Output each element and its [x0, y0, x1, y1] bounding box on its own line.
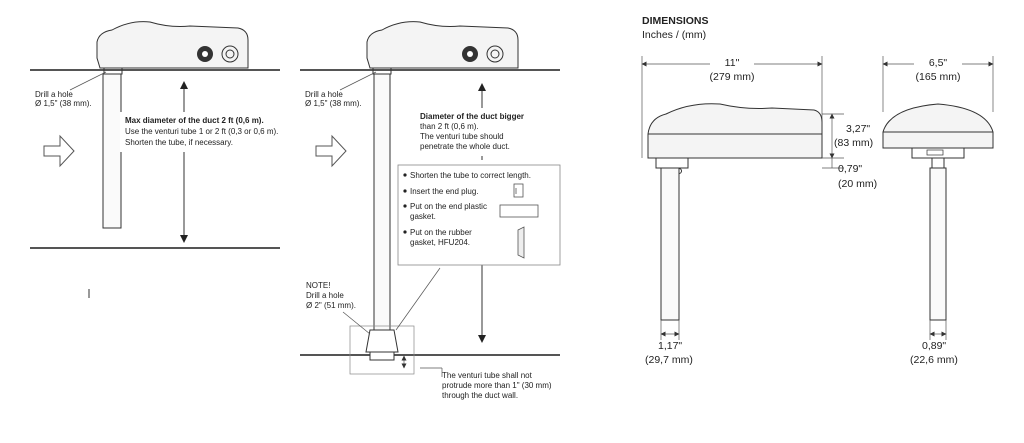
protrude-line-1: The venturi tube shall not: [442, 371, 533, 380]
front-housing: [647, 103, 823, 159]
rubber-gasket: [365, 329, 399, 353]
front-view: 11" (279 mm) 3,27" (83 mm) 0,79" (20 mm)…: [641, 56, 877, 366]
width-mm: (279 mm): [710, 71, 755, 83]
plastic-gasket-icon: [499, 204, 539, 218]
side-housing: [882, 103, 994, 149]
step-rubber-gasket-2: gasket, HFU204.: [410, 238, 470, 247]
bigger-line-4: penetrate the whole duct.: [420, 142, 510, 151]
height-inches: 3,27": [846, 123, 870, 135]
max-diameter-line-2: Use the venturi tube 1 or 2 ft (0,3 or 0…: [125, 127, 278, 136]
max-diameter-title: Max diameter of the duct 2 ft (0,6 m).: [125, 116, 264, 125]
protrude-line-2: protrude more than 1" (30 mm): [442, 381, 552, 390]
front-mount: [655, 157, 689, 169]
detail-box: [349, 325, 415, 375]
front-tube: [660, 167, 680, 321]
venturi-tube-long: [373, 73, 391, 331]
bigger-line-2: than 2 ft (0,6 m).: [420, 122, 479, 131]
figure-1-short-duct: Drill a hole Ø 1,5" (38 mm). Max diamete…: [30, 21, 282, 298]
step-plastic-gasket-2: gasket.: [410, 212, 436, 221]
bigger-line-3: The venturi tube should: [420, 132, 504, 141]
end-plug: [369, 351, 395, 361]
bigger-title: Diameter of the duct bigger: [420, 112, 524, 121]
width-inches: 11": [725, 57, 740, 69]
sensor-housing-2: [366, 21, 519, 75]
offset-mm: (20 mm): [838, 178, 877, 190]
dimensions-panel: DIMENSIONS Inches / (mm) 11" (279 mm) 3,…: [641, 15, 994, 366]
tube2-inches: 0,89": [922, 340, 946, 352]
venturi-tube: [102, 73, 122, 229]
tube2-mm: (22,6 mm): [910, 354, 958, 366]
note-leader: [342, 311, 371, 335]
height-mm: (83 mm): [834, 137, 873, 149]
depth-mm: (165 mm): [916, 71, 961, 83]
step-shorten: Shorten the tube to correct length.: [410, 171, 531, 180]
rubber-gasket-icon: [517, 226, 525, 259]
airflow-arrow-icon: [43, 134, 75, 168]
steps-box: Shorten the tube to correct length. Inse…: [397, 164, 561, 266]
figure-2-large-duct: Drill a hole Ø 1,5" (38 mm). Diameter of…: [300, 21, 561, 400]
dimensions-title: DIMENSIONS: [642, 15, 709, 27]
protrude-line-3: through the duct wall.: [442, 391, 518, 400]
note-title: NOTE!: [306, 281, 330, 290]
drill-label-2b: Ø 1,5" (38 mm).: [305, 99, 362, 108]
dimensions-subtitle: Inches / (mm): [642, 29, 706, 41]
step-end-plug: Insert the end plug.: [410, 187, 479, 196]
step-plastic-gasket-1: Put on the end plastic: [410, 202, 487, 211]
sensor-housing: [96, 21, 249, 75]
drill-leader: [69, 71, 107, 91]
side-tube: [929, 167, 947, 321]
step-rubber-gasket-1: Put on the rubber: [410, 228, 472, 237]
drill-label-2a: Drill a hole: [305, 90, 343, 99]
tube-mm: (29,7 mm): [645, 354, 693, 366]
note-line-3: Ø 2" (51 mm).: [306, 301, 356, 310]
tube-inches: 1,17": [658, 340, 682, 352]
note-line-2: Drill a hole: [306, 291, 344, 300]
depth-inches: 6,5": [929, 57, 948, 69]
side-view: 6,5" (165 mm) 0,89" (22,6 mm): [882, 56, 994, 366]
airflow-arrow-icon-2: [315, 134, 347, 168]
drill-label-2: Ø 1,5" (38 mm).: [35, 99, 92, 108]
drill-leader-2: [339, 71, 377, 91]
side-mount: [911, 147, 965, 159]
drill-label-1: Drill a hole: [35, 90, 73, 99]
end-plug-icon: [513, 183, 524, 198]
max-diameter-line-3: Shorten the tube, if necessary.: [125, 138, 233, 147]
offset-inches: 0,79": [838, 163, 862, 175]
steps-leader: [395, 267, 441, 331]
